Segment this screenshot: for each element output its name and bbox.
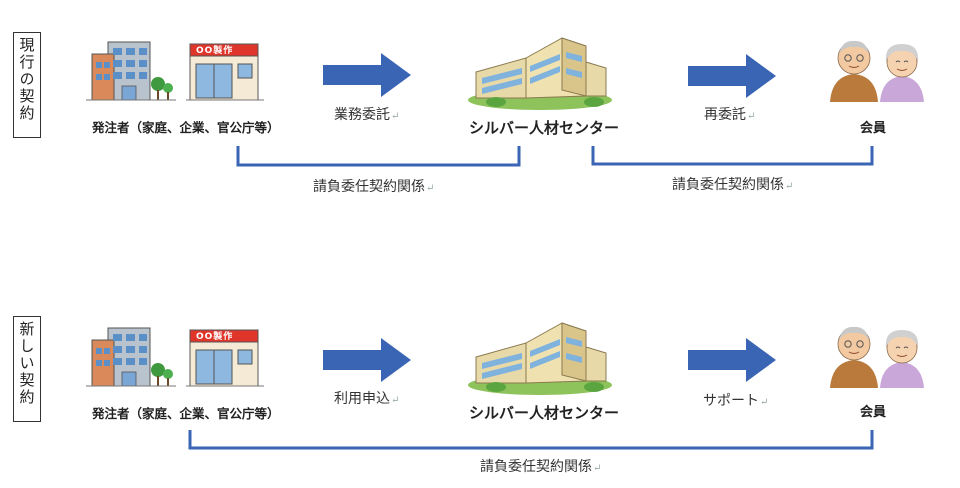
bracket-label: 請負委任契約関係↵ [480,459,602,475]
office-building-icon [86,327,176,387]
office-building-icon [86,41,176,101]
arrow-right-icon [688,54,776,98]
new-section-label-box: 新しい契約 [13,316,41,422]
center-building-icon [468,37,612,110]
center-building-icon [468,322,612,395]
client-label: 発注者（家庭、企業、官公庁等） [92,120,280,135]
center-label: シルバー人材センター [469,119,620,137]
elderly-members-icon [830,326,924,388]
arrow2-label: サポート↵ [703,393,769,409]
shop-icon [186,43,264,101]
client-label: 発注者（家庭、企業、官公庁等） [92,406,280,421]
arrow1-label: 業務委託↵ [334,107,400,123]
shop-icon [186,329,264,387]
member-label: 会員 [860,405,887,420]
new-section-label: 新しい契約 [17,321,36,406]
member-label: 会員 [860,121,887,136]
shop-sign: OO製作 [196,46,234,56]
center-label: シルバー人材センター [469,404,620,422]
arrow2-label: 再委託↵ [704,107,756,123]
elderly-members-icon [830,40,924,102]
current-section-label-box: 現行の契約 [13,32,41,138]
arrow-right-icon [323,338,411,382]
bracket1-label: 請負委任契約関係↵ [313,179,435,195]
shop-sign: OO製作 [196,332,234,342]
arrow1-label: 利用申込↵ [334,391,400,407]
bracket2-label: 請負委任契約関係↵ [672,177,794,193]
arrow-right-icon [323,53,411,97]
arrow-right-icon [688,338,776,382]
current-section-label: 現行の契約 [17,37,36,122]
